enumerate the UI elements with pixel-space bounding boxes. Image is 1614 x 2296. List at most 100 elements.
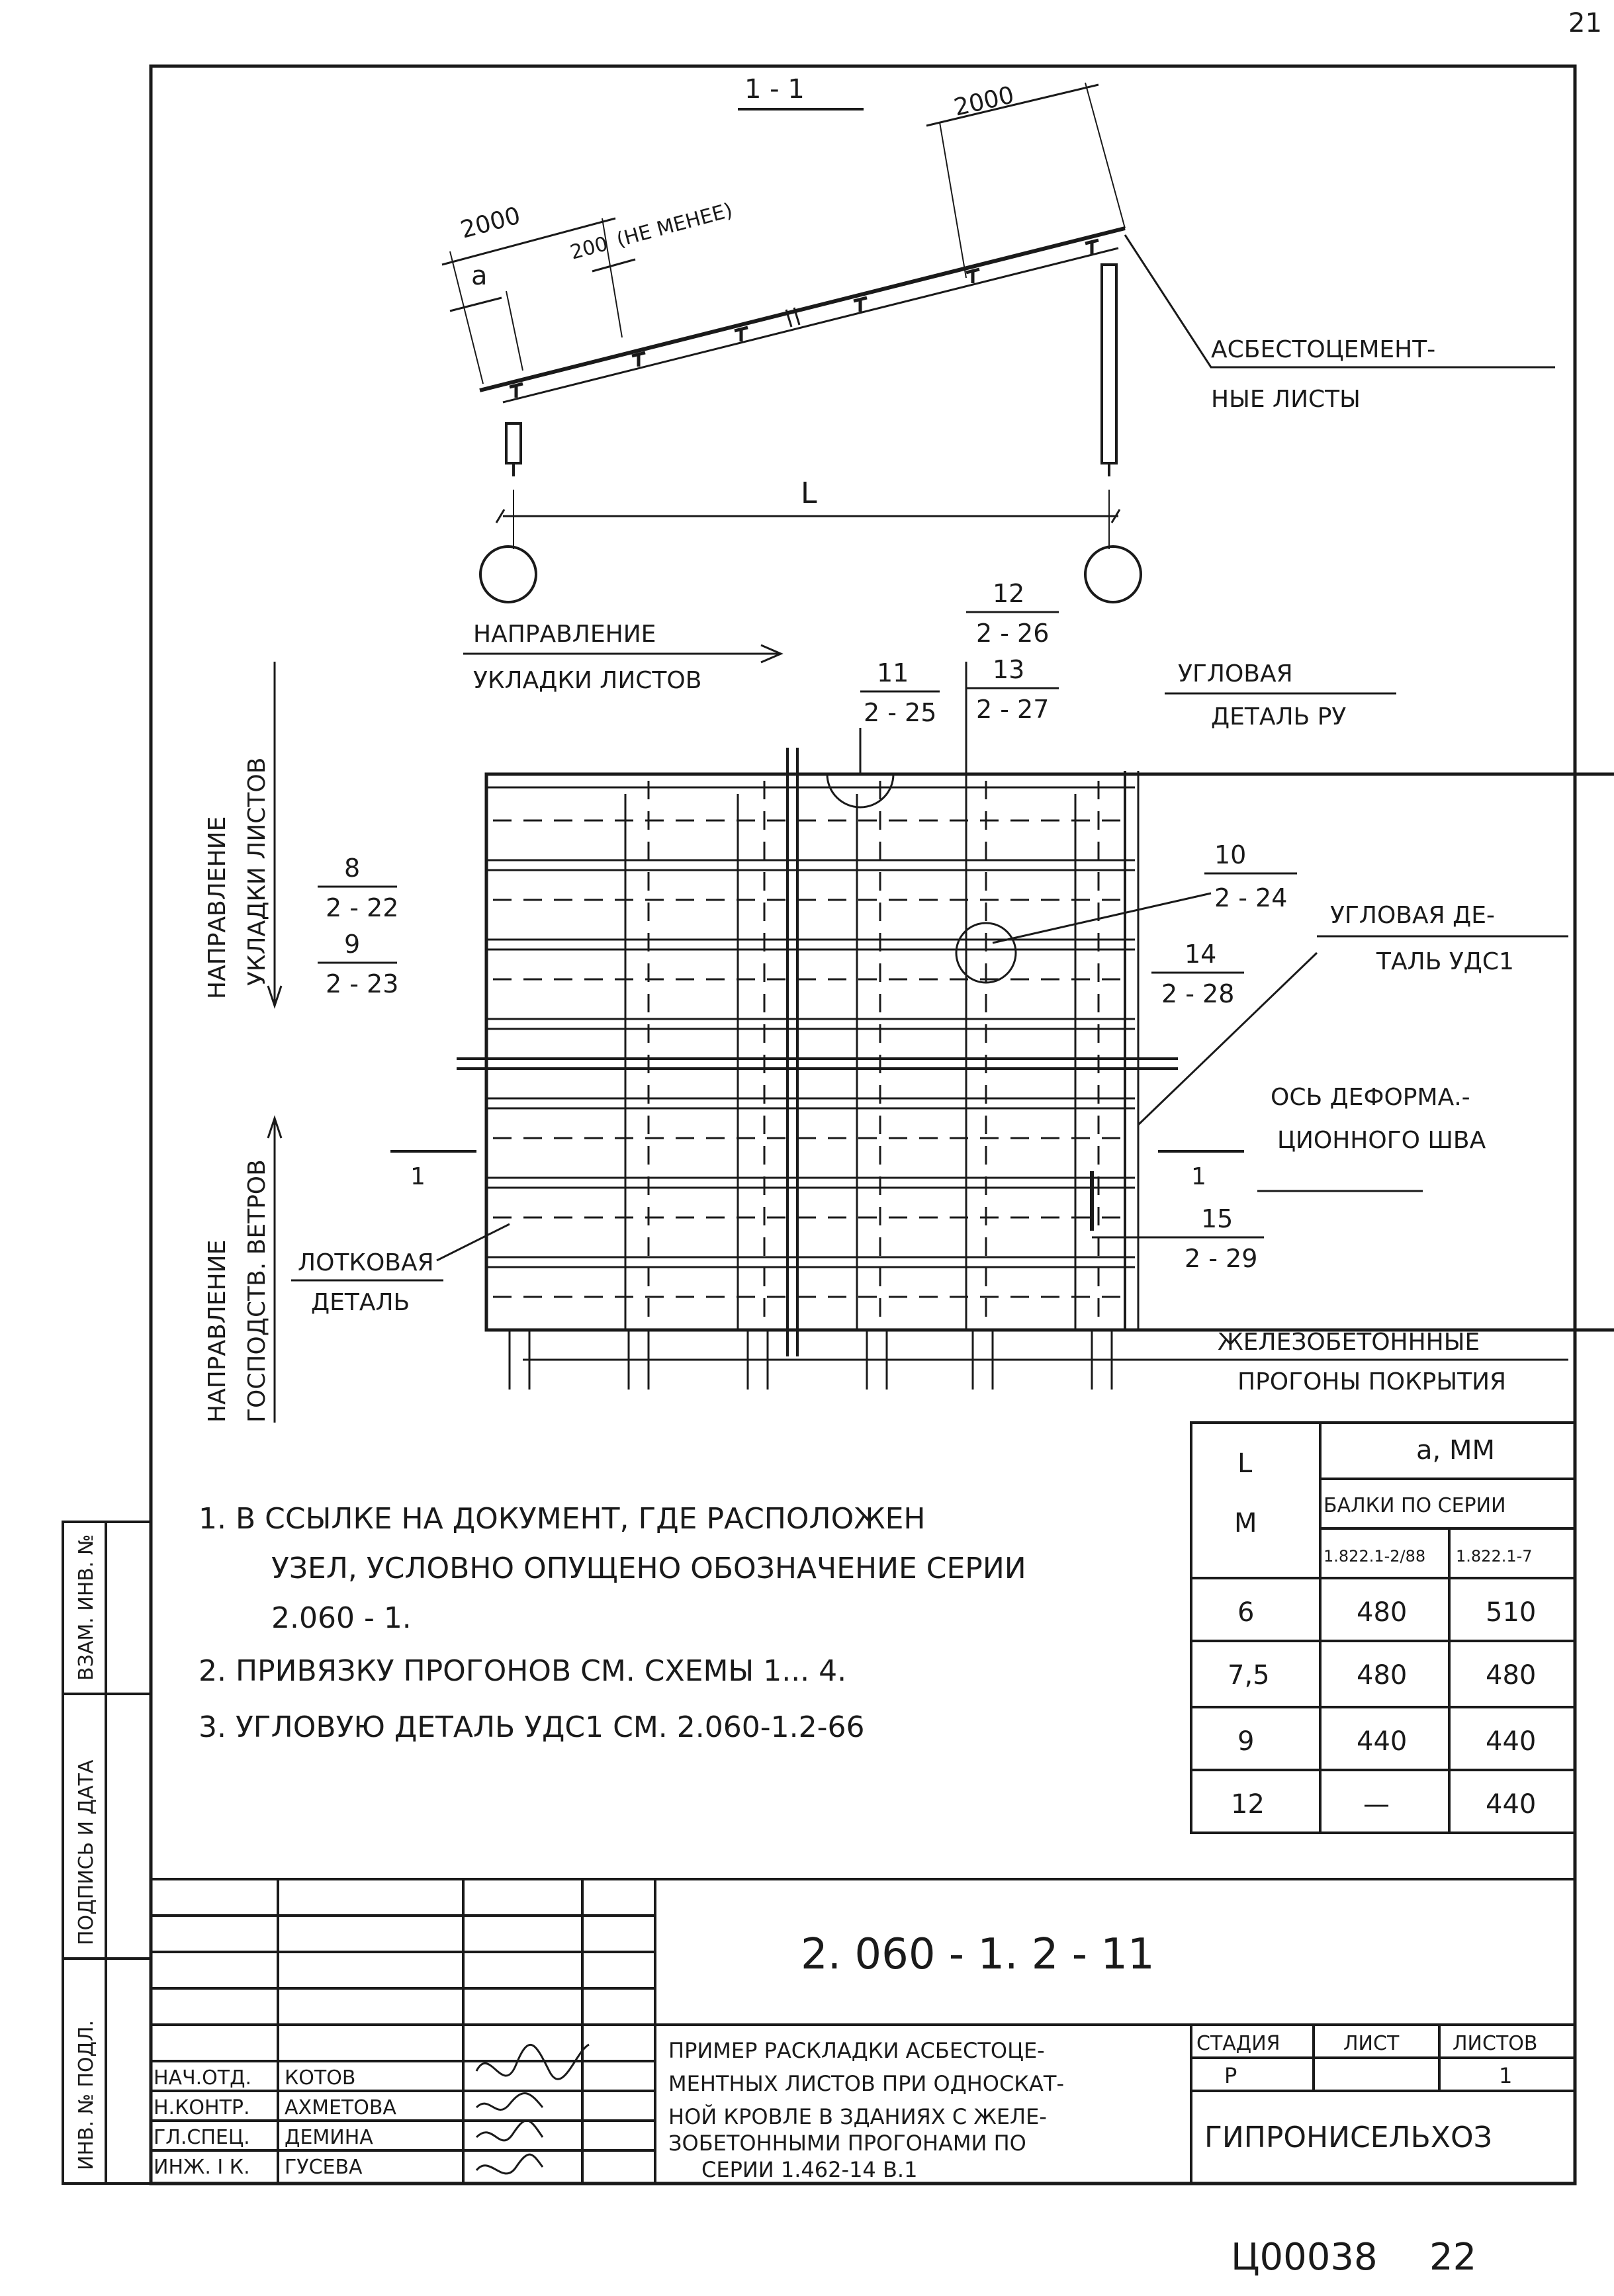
plan-labels: НАПРАВЛЕНИЕ УКЛАДКИ ЛИСТОВ УГЛОВАЯ ДЕТАЛ… (291, 621, 1568, 1395)
section-1-1: 1 - 1 (441, 74, 1555, 603)
asbestos-label-2: НЫЕ ЛИСТЫ (1211, 386, 1361, 413)
row-3-a1: 440 (1357, 1726, 1407, 1757)
dim-2000-right: 2000 (952, 81, 1016, 122)
name-4: ГУСЕВА (285, 2156, 363, 2179)
callout-9-num: 9 (344, 930, 360, 959)
dim-200-note: (НЕ МЕНЕЕ) (614, 199, 735, 251)
name-2: АХМЕТОВА (285, 2096, 396, 2119)
name-3: ДЕМИНА (285, 2126, 373, 2149)
callout-11-ref: 2 - 25 (864, 698, 936, 727)
purlins-1: ЖЕЛЕЗОБЕТОНННЫЕ (1218, 1329, 1480, 1356)
corner-ru-1: УГЛОВАЯ (1178, 660, 1293, 687)
purlins-2: ПРОГОНЫ ПОКРЫТИЯ (1237, 1368, 1506, 1395)
roof-fasteners (509, 238, 1099, 398)
row-1-a1: 480 (1357, 1597, 1407, 1628)
section-dim-texts: 2000 2000 200 (НЕ МЕНЕЕ) а L АСБЕСТОЦЕМЕ… (458, 81, 1436, 510)
title-line-3: НОЙ КРОВЛЕ В ЗДАНИЯХ С ЖЕЛЕ- (668, 2104, 1047, 2129)
note-line-5: 3. УГЛОВУЮ ДЕТАЛЬ УДС1 СМ. 2.060-1.2-66 (199, 1710, 864, 1744)
section-title: 1 - 1 (744, 74, 805, 105)
left-support (505, 422, 522, 464)
side-strip-text: ИНВ. № ПОДЛ. ПОДПИСЬ И ДАТА ВЗАМ. ИНВ. № (75, 1534, 98, 2170)
callout-labels: 8 2 - 22 9 2 - 23 10 2 - 24 11 2 - 25 12… (318, 579, 1297, 1273)
sheet-header: ЛИСТ (1343, 2032, 1400, 2055)
table-h-a: а, ММ (1416, 1435, 1495, 1466)
laying-direction-v-1: НАПРАВЛЕНИЕ (204, 817, 231, 999)
callout-14-num: 14 (1185, 940, 1216, 969)
corner-ru-2: ДЕТАЛЬ РУ (1211, 703, 1346, 730)
dim-L: L (801, 476, 817, 510)
a-table-text: L М а, ММ БАЛКИ ПО СЕРИИ 1.822.1-2/88 1.… (1228, 1435, 1536, 1820)
note-line-3: 2.060 - 1. (271, 1601, 412, 1635)
callout-15-ref: 2 - 29 (1185, 1244, 1257, 1273)
title-block-text: 2. 060 - 1. 2 - 11 ПРИМЕР РАСКЛАДКИ АСБЕ… (154, 1930, 1537, 2182)
wind-direction-1: НАПРАВЛЕНИЕ (204, 1240, 231, 1423)
role-1: НАЧ.ОТД. (154, 2066, 251, 2090)
title-line-5: СЕРИИ 1.462-14 В.1 (701, 2157, 917, 2182)
laying-direction-h-2: УКЛАДКИ ЛИСТОВ (473, 667, 701, 694)
callout-10-ref: 2 - 24 (1214, 883, 1287, 912)
laying-direction-h-1: НАПРАВЛЕНИЕ (473, 621, 656, 648)
section-mark-left: 1 (410, 1163, 426, 1190)
row-3-a2: 440 (1486, 1726, 1536, 1757)
wind-direction-2: ГОСПОДСТВ. ВЕТРОВ (244, 1159, 271, 1423)
right-support (1100, 263, 1118, 464)
table-h-L: L (1237, 1448, 1253, 1479)
archive-page: 22 (1429, 2236, 1476, 2279)
dim-2000-left: 2000 (458, 202, 523, 243)
title-block (151, 1878, 1575, 2184)
plan-outline (484, 772, 1614, 1332)
row-2-L: 7,5 (1228, 1660, 1270, 1691)
sheets-header: ЛИСТОВ (1453, 2032, 1537, 2055)
row-4-L: 12 (1231, 1789, 1265, 1820)
a-table (1190, 1421, 1576, 1834)
roof-plan (390, 662, 1614, 1390)
note-line-4: 2. ПРИВЯЗКУ ПРОГОНОВ СМ. СХЕМЫ 1... 4. (199, 1654, 846, 1688)
callout-8-num: 8 (344, 854, 360, 883)
role-3: ГЛ.СПЕЦ. (154, 2126, 250, 2149)
notes: 1. В ССЫЛКЕ НА ДОКУМЕНТ, ГДЕ РАСПОЛОЖЕН … (199, 1502, 1026, 1744)
callout-12-ref: 2 - 26 (976, 619, 1049, 648)
page-number: 21 (1568, 8, 1602, 38)
deform-axis-1: ОСЬ ДЕФОРМА.- (1271, 1084, 1470, 1111)
side-inv-podl: ИНВ. № ПОДЛ. (75, 2020, 98, 2170)
note-line-1: 1. В ССЫЛКЕ НА ДОКУМЕНТ, ГДЕ РАСПОЛОЖЕН (199, 1502, 926, 1536)
callout-12-num: 12 (993, 579, 1024, 608)
organization: ГИПРОНИСЕЛЬХОЗ (1204, 2121, 1492, 2154)
title-line-2: МЕНТНЫХ ЛИСТОВ ПРИ ОДНОСКАТ- (668, 2071, 1064, 2096)
table-h-series: БАЛКИ ПО СЕРИИ (1323, 1494, 1506, 1517)
side-strip (62, 1521, 152, 2185)
name-1: КОТОВ (285, 2066, 355, 2090)
note-line-2: УЗЕЛ, УСЛОВНО ОПУЩЕНО ОБОЗНАЧЕНИЕ СЕРИИ (271, 1552, 1026, 1585)
sheet-joints-dashed (493, 781, 1125, 1323)
signatures (475, 2043, 590, 2175)
stage-value: Р (1224, 2063, 1237, 2088)
callout-10-num: 10 (1214, 840, 1246, 869)
callout-11-num: 11 (877, 658, 909, 687)
row-4-a2: 440 (1486, 1789, 1536, 1820)
drawing-code: 2. 060 - 1. 2 - 11 (801, 1930, 1155, 1979)
deform-axis-2: ЦИОННОГО ШВА (1277, 1127, 1486, 1154)
dim-200: 200 (568, 232, 610, 265)
roof-slope (479, 226, 1126, 392)
detail-10-circle (955, 922, 1017, 984)
tray-detail-2: ДЕТАЛЬ (311, 1289, 410, 1316)
callout-14-ref: 2 - 28 (1161, 979, 1234, 1008)
role-2: Н.КОНТР. (154, 2096, 250, 2119)
archive-code: Ц00038 (1231, 2236, 1378, 2279)
table-h-s2: 1.822.1-7 (1456, 1547, 1533, 1566)
laying-direction-v-2: УКЛАДКИ ЛИСТОВ (244, 758, 271, 986)
row-1-L: 6 (1237, 1597, 1254, 1628)
stage-header: СТАДИЯ (1196, 2032, 1280, 2055)
tray-detail-1: ЛОТКОВАЯ (298, 1249, 434, 1276)
corner-uds-1: УГЛОВАЯ ДЕ- (1330, 902, 1495, 929)
callout-13-ref: 2 - 27 (976, 695, 1049, 724)
callout-9-ref: 2 - 23 (326, 969, 398, 998)
sheet-columns (624, 794, 1077, 1330)
axis-bubble-left (479, 545, 537, 603)
title-line-1: ПРИМЕР РАСКЛАДКИ АСБЕСТОЦЕ- (668, 2038, 1045, 2063)
row-2-a2: 480 (1486, 1660, 1536, 1691)
purlin-strips (486, 786, 1135, 1268)
asbestos-label-1: АСБЕСТОЦЕМЕНТ- (1211, 336, 1435, 363)
sheets-value: 1 (1499, 2063, 1512, 2088)
